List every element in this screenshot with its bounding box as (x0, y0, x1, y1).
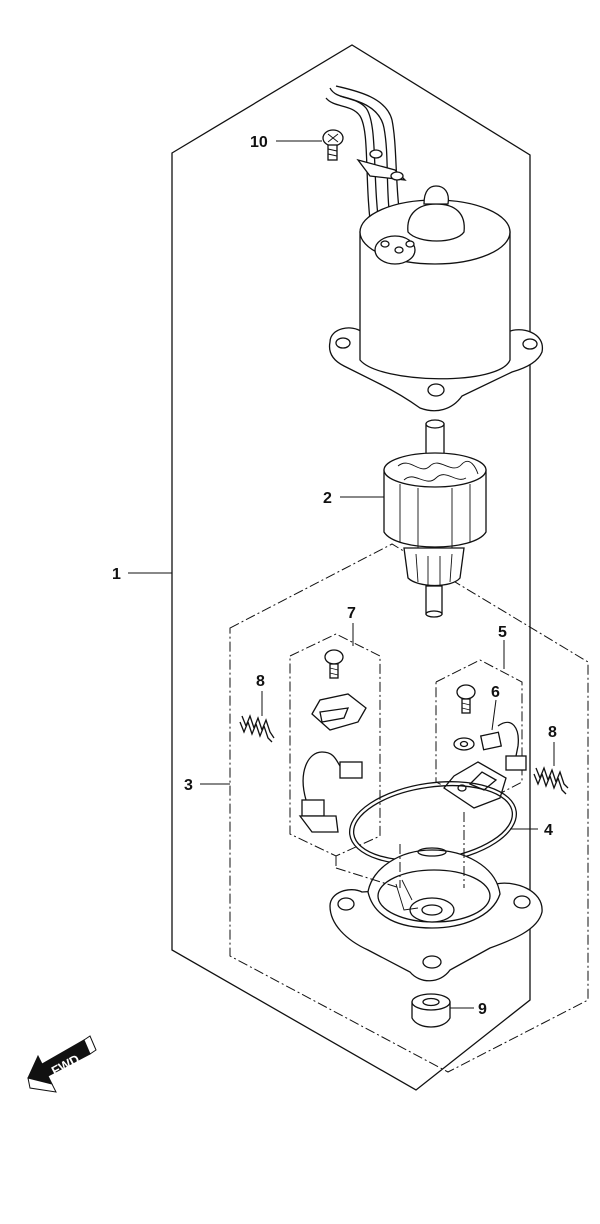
brush-box-part-7 (289, 633, 381, 857)
brush-holder-right (443, 684, 527, 809)
leader-line-6 (491, 699, 497, 731)
armature-part-2 (383, 419, 487, 618)
motor-housing (325, 85, 543, 412)
callout-3: 3 (184, 777, 193, 794)
guide-line (335, 867, 401, 889)
fwd-direction-arrow-icon: FWD (27, 1035, 97, 1093)
callout-5: 5 (498, 624, 507, 641)
brush-holder-left (298, 649, 367, 833)
callout-10: 10 (250, 134, 268, 151)
callout-6: 6 (491, 684, 500, 701)
callout-8-left: 8 (256, 673, 265, 690)
fwd-label: FWD (49, 1051, 82, 1078)
callout-9: 9 (478, 1001, 487, 1018)
assembly-outline-1 (171, 44, 531, 1091)
callout-2: 2 (323, 490, 332, 507)
callout-4: 4 (544, 822, 553, 839)
spring-part-8-left (239, 714, 275, 743)
end-cover-base (329, 847, 543, 982)
screw-part-10 (322, 129, 344, 161)
callout-8-right: 8 (548, 724, 557, 741)
spring-part-8-right (533, 766, 569, 795)
callout-1: 1 (112, 566, 121, 583)
assembly-outline-3 (229, 543, 589, 1073)
callout-7: 7 (347, 605, 356, 622)
bushing-part-9 (411, 993, 451, 1028)
